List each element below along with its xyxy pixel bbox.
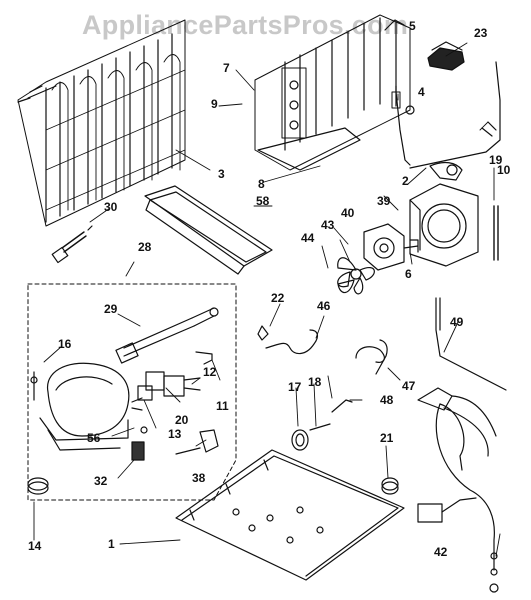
callout-32: 32: [94, 474, 108, 488]
part-17-18: [291, 423, 331, 451]
callout-7: 7: [223, 61, 230, 75]
callout-46: 46: [317, 299, 331, 313]
callout-30: 30: [104, 200, 118, 214]
callout-18: 18: [308, 375, 322, 389]
callout-19: 19: [489, 153, 503, 167]
callout-40: 40: [341, 206, 355, 220]
power-cord-30: [51, 225, 93, 264]
callout-48: 48: [380, 393, 394, 407]
compressor-group-box: [27, 283, 237, 501]
callout-43: 43: [321, 218, 335, 232]
part-21: [381, 477, 399, 495]
callout-58: 58: [256, 194, 270, 208]
callout-56: 56: [87, 431, 101, 445]
start-relay-parts: [131, 351, 213, 411]
small-parts-32-38-56: [131, 426, 219, 461]
callout-6: 6: [405, 267, 412, 281]
callout-12: 12: [203, 365, 217, 379]
callout-3: 3: [218, 167, 225, 181]
callout-4: 4: [418, 85, 425, 99]
callout-10: 10: [497, 163, 511, 177]
fan-shroud: [409, 183, 479, 267]
part-2-motor: [429, 161, 463, 181]
wiring-harness: [417, 387, 499, 593]
callout-23: 23: [474, 26, 488, 40]
callout-42: 42: [434, 545, 448, 559]
evaporator-assembly: [254, 14, 411, 171]
callout-47: 47: [402, 379, 416, 393]
watermark-text: AppliancePartsPros.com: [82, 10, 409, 40]
callout-14: 14: [28, 539, 42, 553]
callout-8: 8: [258, 177, 265, 191]
callout-2: 2: [402, 174, 409, 188]
callout-28: 28: [138, 240, 152, 254]
callout-5: 5: [409, 19, 416, 33]
base-plate: [175, 449, 405, 581]
drain-pan: [144, 185, 273, 275]
relay-tube-29: [115, 307, 219, 364]
callout-1: 1: [108, 537, 115, 551]
callout-29: 29: [104, 302, 118, 316]
callout-16: 16: [58, 337, 72, 351]
defrost-heater-wire: [391, 85, 415, 166]
callout-13: 13: [168, 427, 182, 441]
callout-17: 17: [288, 380, 302, 394]
callout-20: 20: [175, 413, 189, 427]
wire-harness-10: [409, 61, 501, 261]
callout-9: 9: [211, 97, 218, 111]
callout-21: 21: [380, 431, 394, 445]
callout-49: 49: [450, 315, 464, 329]
callout-11: 11: [216, 399, 229, 413]
fan-motor-40: [363, 223, 419, 271]
condenser-coil: [17, 19, 186, 227]
callout-22: 22: [271, 291, 285, 305]
leader-lines: [33, 42, 501, 557]
callout-39: 39: [377, 194, 391, 208]
compressor-foot: [27, 477, 49, 495]
compressor: [30, 362, 130, 451]
part-23-cover: [427, 41, 465, 71]
fan-blade: [337, 257, 375, 295]
callout-38: 38: [192, 471, 206, 485]
callout-44: 44: [301, 231, 315, 245]
